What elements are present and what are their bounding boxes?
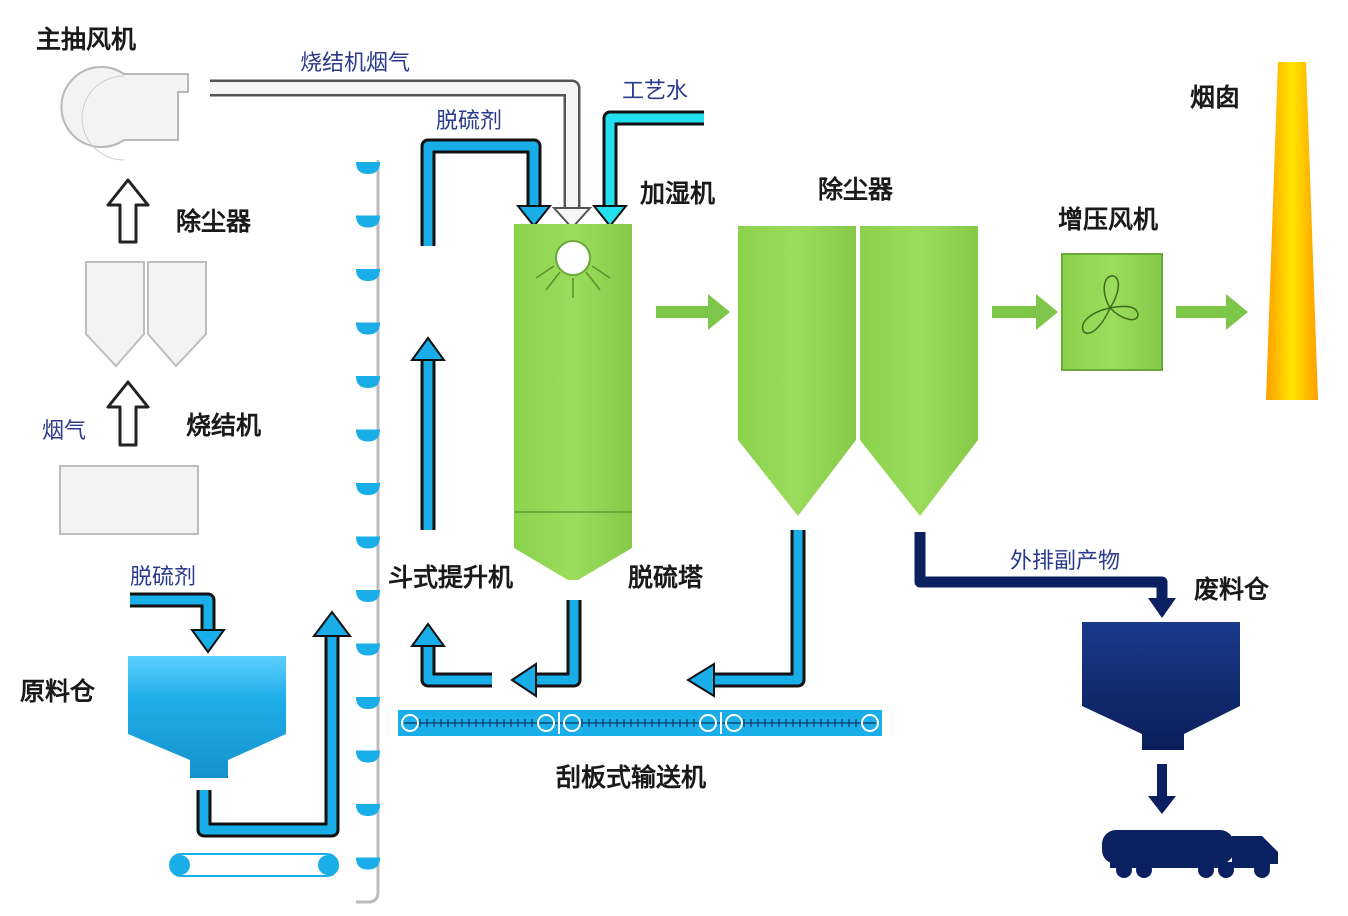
label-chimney: 烟囱 <box>1190 83 1240 112</box>
feed-belt-conveyor <box>169 853 339 877</box>
label-dust-collector-left: 除尘器 <box>176 207 252 236</box>
flow-arrow <box>656 294 730 330</box>
elevator-bucket <box>356 215 380 228</box>
label-desulfurizer-left: 脱硫剂 <box>130 565 196 590</box>
elevator-bucket <box>356 643 380 656</box>
desulfurizer-feed-arrow <box>130 592 216 632</box>
elevator-bucket <box>356 322 380 335</box>
label-flue-gas: 烟气 <box>42 419 86 444</box>
elevator-bucket <box>356 269 380 281</box>
desulfurization-tower <box>514 224 632 580</box>
label-humidifier: 加湿机 <box>639 179 715 208</box>
elevator-bucket <box>356 483 380 495</box>
truck-icon <box>1102 830 1278 878</box>
humidifier-nozzle <box>535 240 611 298</box>
main-fan-shape <box>60 66 189 148</box>
elevator-bucket <box>356 804 380 816</box>
label-main-fan: 主抽风机 <box>36 25 136 54</box>
fan-icon <box>1081 275 1139 335</box>
label-dust-collector-main: 除尘器 <box>818 175 894 204</box>
label-waste-bin: 废料仓 <box>1194 575 1270 604</box>
small-dust-collector <box>85 261 207 368</box>
waste-bin <box>1082 622 1240 750</box>
chimney <box>1266 62 1318 400</box>
elevator-bucket <box>356 697 380 709</box>
label-byproduct-discharge: 外排副产物 <box>1010 549 1120 574</box>
raw-material-bin <box>128 656 286 778</box>
booster-fan <box>1061 253 1163 371</box>
elevator-bucket <box>356 429 380 442</box>
label-bucket-elevator: 斗式提升机 <box>388 563 513 592</box>
label-process-water: 工艺水 <box>622 79 688 104</box>
main-dust-collector <box>738 226 978 516</box>
bucket-elevator <box>356 160 380 904</box>
elevator-bucket <box>356 536 380 549</box>
byproduct-discharge-pipe <box>914 532 1168 600</box>
label-raw-material-bin: 原料仓 <box>20 677 96 706</box>
up-arrow-icon <box>106 380 150 447</box>
elevator-bucket <box>356 590 380 602</box>
label-desulfurizer-top: 脱硫剂 <box>436 109 502 134</box>
up-arrow-icon <box>106 178 150 244</box>
label-sinter-flue-gas: 烧结机烟气 <box>300 51 410 76</box>
elevator-bucket <box>356 376 380 388</box>
elevator-bucket <box>356 857 380 870</box>
label-booster-fan: 增压风机 <box>1058 205 1158 234</box>
label-sinter-machine: 烧结机 <box>186 411 261 440</box>
label-desulfurization-tower: 脱硫塔 <box>628 563 704 592</box>
elevator-bucket <box>356 750 380 763</box>
scraper-conveyor <box>398 710 882 736</box>
flow-arrow <box>1176 294 1248 330</box>
flow-arrow <box>992 294 1058 330</box>
elevator-bucket <box>356 162 380 174</box>
sinter-machine-box <box>59 465 199 535</box>
label-scraper-conveyor: 刮板式输送机 <box>556 763 706 792</box>
